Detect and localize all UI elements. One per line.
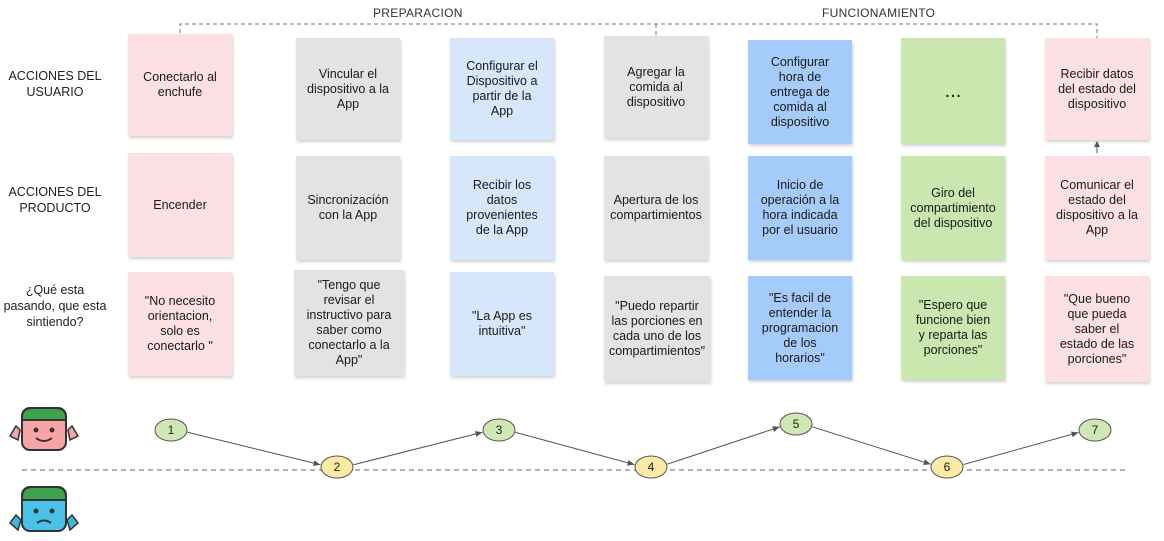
- product-action-note: Apertura de los compartimientos: [604, 156, 708, 260]
- journey-link: [963, 431, 1079, 466]
- journey-point-label: 2: [334, 460, 341, 474]
- feeling-note: "Tengo que revisar el instructivo para s…: [294, 270, 404, 376]
- smiling-face-icon: [8, 407, 80, 451]
- journey-point: 1: [154, 418, 188, 442]
- journey-link: [187, 431, 321, 467]
- row-label-user-actions: ACCIONES DEL USUARIO: [8, 69, 102, 99]
- user-action-note: Recibir datos del estado del dispositivo: [1045, 38, 1149, 140]
- product-action-note: Giro del compartimiento del dispositivo: [901, 156, 1005, 260]
- journey-link: [353, 431, 483, 466]
- user-action-note: ...: [901, 38, 1005, 144]
- sad-face-icon: [8, 486, 80, 532]
- journey-point-label: 6: [944, 460, 951, 474]
- feeling-note: "Que bueno que pueda saber el estado de …: [1045, 276, 1149, 382]
- journey-point-label: 1: [168, 423, 175, 437]
- feeling-note: "No necesito orientacion, solo es conect…: [128, 272, 232, 376]
- journey-point: 3: [482, 418, 516, 442]
- feeling-note: "Es facil de entender la programacion de…: [748, 276, 852, 380]
- journey-point: 7: [1078, 418, 1112, 442]
- product-action-note: Recibir los datos provenientes de la App: [450, 156, 554, 260]
- journey-link: [812, 426, 931, 465]
- product-action-note: Comunicar el estado del dispositivo a la…: [1045, 156, 1149, 260]
- feeling-note: "Puedo repartir las porciones en cada un…: [604, 276, 710, 382]
- journey-point: 2: [320, 455, 354, 479]
- product-action-note: Inicio de operación a la hora indicada p…: [748, 156, 852, 260]
- user-action-note: Agregar la comida al dispositivo: [604, 36, 708, 138]
- feeling-note: "La App es intuitiva": [450, 272, 554, 376]
- journey-link: [515, 431, 635, 466]
- journey-point-label: 3: [496, 423, 503, 437]
- user-action-note: Conectarlo al enchufe: [128, 34, 232, 136]
- product-action-note: Sincronización con la App: [296, 156, 400, 260]
- feeling-note: "Espero que funcione bien y reparta las …: [901, 276, 1005, 380]
- row-label-feelings: ¿Qué esta pasando, que esta sintiendo?: [3, 283, 107, 329]
- journey-point-label: 5: [793, 417, 800, 431]
- phase-preparation-label: PREPARACION: [373, 6, 463, 20]
- row-label-product-actions: ACCIONES DEL PRODUCTO: [8, 185, 102, 215]
- user-action-note: Vincular el dispositivo a la App: [296, 38, 400, 140]
- phase-operation-label: FUNCIONAMIENTO: [822, 6, 936, 20]
- journey-point: 4: [634, 455, 668, 479]
- user-action-note: Configurar el Dispositivo a partir de la…: [450, 38, 554, 140]
- journey-point-label: 4: [648, 460, 655, 474]
- journey-point: 6: [930, 455, 964, 479]
- journey-link: [667, 426, 780, 465]
- journey-point: 5: [779, 412, 813, 436]
- product-action-note: Encender: [128, 153, 232, 257]
- journey-point-label: 7: [1092, 423, 1099, 437]
- user-action-note: Configurar hora de entrega de comida al …: [748, 40, 852, 144]
